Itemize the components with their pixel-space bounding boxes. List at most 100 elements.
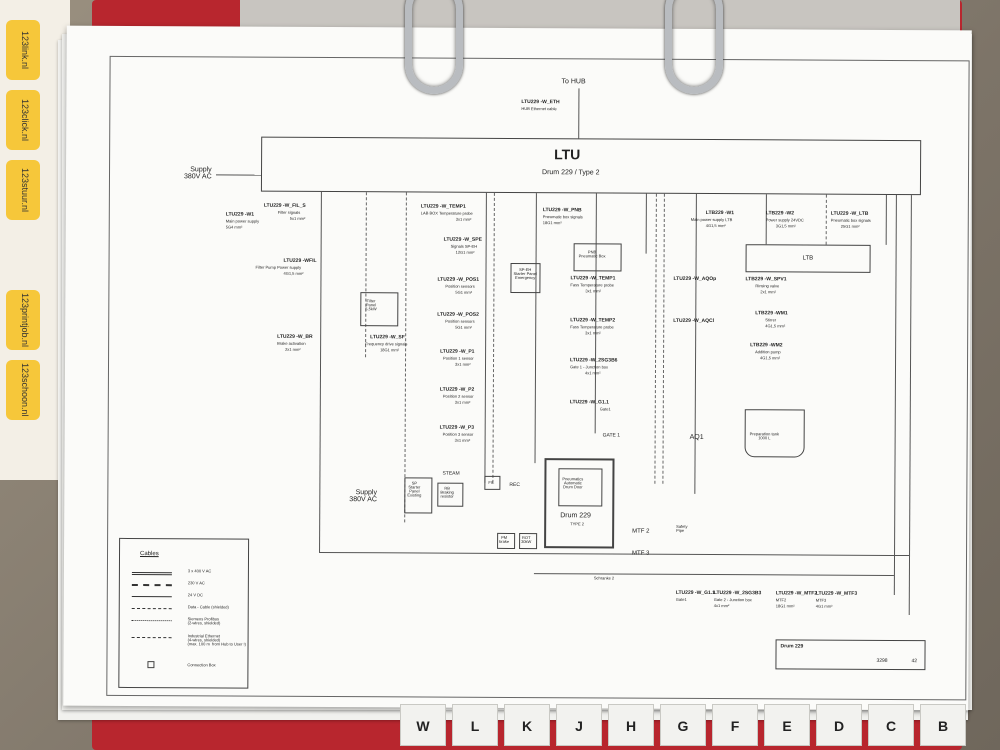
legend-swatch [131, 583, 172, 587]
pm-brake: PM brake [497, 532, 516, 549]
cable-desc: Position sensors [445, 318, 475, 324]
cable-spec: 5x1 mm² [289, 215, 306, 221]
cable-spec: 12G1 mm² [455, 249, 475, 255]
filter-panel: Filter Panel 5,5kW [360, 292, 399, 327]
cable-id: LTU229 -W_TEMP1 [420, 203, 466, 210]
legend-item: Data - Cable (shielded) [187, 604, 229, 610]
pnb-box: PNB Pneumatic Box [573, 243, 622, 272]
index-tab[interactable]: H [608, 704, 654, 746]
cable-id: LTU229 -W_G1.1 [569, 399, 609, 406]
cable-spec: 3G1,5 mm² [775, 223, 796, 229]
cable-spec: 18G1 mm² [542, 220, 562, 226]
cable-spec: 4G1,5 mm² [705, 222, 726, 229]
cable-desc: Rinsing valve [755, 283, 780, 289]
sticker: 123stuur.nl [6, 160, 40, 220]
legend-swatch [131, 619, 172, 622]
aq1-label: AQ1 [689, 433, 704, 441]
sticker: 123printjob.nl [6, 290, 40, 350]
cable-desc: Position 2 sensor [442, 393, 474, 399]
title-block: Drum 229 3298 42 [775, 639, 926, 671]
cable-spec: 18G1 mm² [775, 603, 795, 609]
aq-open-cable: LTU229 -W_AQOp [673, 275, 717, 283]
cable-id: LTB229 -W2 [765, 210, 795, 217]
index-tab[interactable]: G [660, 704, 706, 746]
connection-box-icon [147, 661, 155, 669]
gate1-label: GATE 1 [602, 432, 621, 439]
binder-ring [405, 0, 463, 94]
sp-panel-label: SP Starter Panel Existing [407, 480, 422, 498]
cable-desc: Fass Temperature probe [570, 324, 614, 330]
cable-desc: Fass Temperature probe [570, 282, 614, 288]
pnb-label: PNB Pneumatic Box [578, 249, 606, 259]
drum-door-label: Pneumatics Automatic Drum Door [562, 476, 584, 490]
index-tab[interactable]: L [452, 704, 498, 746]
cable-id: LTU229 -W_P3 [439, 424, 475, 431]
ltu-subtitle: Drum 229 / Type 2 [542, 169, 600, 177]
cable-desc: Gate 2 - Junction box [713, 597, 752, 603]
sp-eh-panel: SP-EH Starter Panel Emergency [510, 262, 541, 294]
cable-id: LTU229 -W_G1.1 [675, 589, 715, 597]
index-tab[interactable]: K [504, 704, 550, 746]
supply2-label: Supply 380V AC [349, 489, 378, 504]
cable-spec: 4x1 mm² [584, 370, 601, 376]
index-tab[interactable]: J [556, 704, 602, 746]
cable-desc: Brake activation [277, 340, 306, 346]
sticker: 123schoon.nl [6, 360, 40, 420]
cable-spec: 4G1 mm² [815, 603, 833, 609]
cable-id: LTB229 -WM2 [750, 342, 783, 349]
cable-spec: 3x1 mm² [585, 330, 601, 336]
rec-label: REC [509, 481, 520, 489]
cable-desc: Pneumatic box signals [830, 217, 871, 223]
cable-spec: 18G1 mm² [380, 347, 400, 353]
cable-spec: 4x1 mm² [713, 603, 730, 609]
index-tab[interactable]: B [920, 704, 966, 746]
cable-id: LTU229 -WFIL [283, 257, 317, 264]
cable-id: LTB229 -W_SPV1 [745, 276, 787, 283]
index-tab[interactable]: W [400, 704, 446, 746]
cable-id: LTU229 -W_2SG3B3 [713, 590, 762, 597]
binder-ring [665, 0, 723, 94]
cable-id: LTB229 -W1 [705, 209, 735, 217]
cable-id: LTU229 -W_MTF2 [775, 590, 818, 597]
cable-desc: Filter Pump Power supply [255, 264, 302, 270]
index-tab[interactable]: D [816, 704, 862, 746]
sp-starter-panel: SP Starter Panel Existing [404, 477, 433, 514]
index-tab[interactable]: C [868, 704, 914, 746]
cable-spec: 3x1 mm² [585, 288, 601, 294]
drawing-number: 3298 [876, 657, 888, 664]
safety-pipe-label: Safety Pipe [676, 523, 688, 533]
index-tab[interactable]: F [712, 704, 758, 746]
prep-tank: Preparation tank 1000 L [744, 409, 805, 458]
cable-id: LTU229 -W_P1 [440, 348, 475, 355]
filter-panel-label: Filter Panel 5,5kW [365, 298, 377, 312]
cable-desc: Signals SP-EH [450, 243, 478, 249]
cable-id: LTU229 -W_POS2 [437, 311, 479, 318]
cable-spec: 4G1,5 mm² [760, 355, 781, 361]
cable-id: LTU229 -W_2SG3B6 [570, 357, 618, 364]
cable-id: LTU229 -W_BR [277, 333, 313, 340]
schematic-sheet: To HUB LTU229 -W_ETH HUB Ethernet cable … [63, 25, 972, 711]
mtf2-label: MTF 2 [632, 528, 650, 535]
to-hub-label: To HUB [561, 78, 586, 86]
cable-spec: 3x1 mm² [454, 437, 471, 443]
legend-swatch [131, 607, 172, 610]
rot-label: ROT 30kW [521, 535, 532, 545]
drum-door-box: Pneumatics Automatic Drum Door [558, 468, 603, 507]
cable-spec: 3x1 mm² [455, 361, 471, 367]
legend-swatch [131, 571, 172, 576]
steam-label: STEAM [442, 470, 460, 477]
cable-desc: Main power supply LTB [690, 216, 733, 223]
index-tab[interactable]: E [764, 704, 810, 746]
cable-id: LTB229 -WM1 [755, 310, 788, 317]
sp-eh-label: SP-EH Starter Panel Emergency [513, 267, 537, 281]
legend-item: 24 V DC [187, 592, 203, 598]
cable-id: LTU229 -W_TEMP2 [570, 317, 616, 324]
eth-cable-id: LTU229 -W_ETH [521, 99, 560, 106]
fil-label: FIL [488, 479, 495, 485]
cable-id: LTU229 -W_FIL_S [263, 202, 306, 209]
cable-desc: MTF2 [775, 597, 787, 603]
cable-desc: Gate1 [599, 406, 611, 412]
cable-desc: Pneumatic box signals [542, 214, 583, 220]
cable-spec: 5G4 mm² [225, 224, 243, 230]
